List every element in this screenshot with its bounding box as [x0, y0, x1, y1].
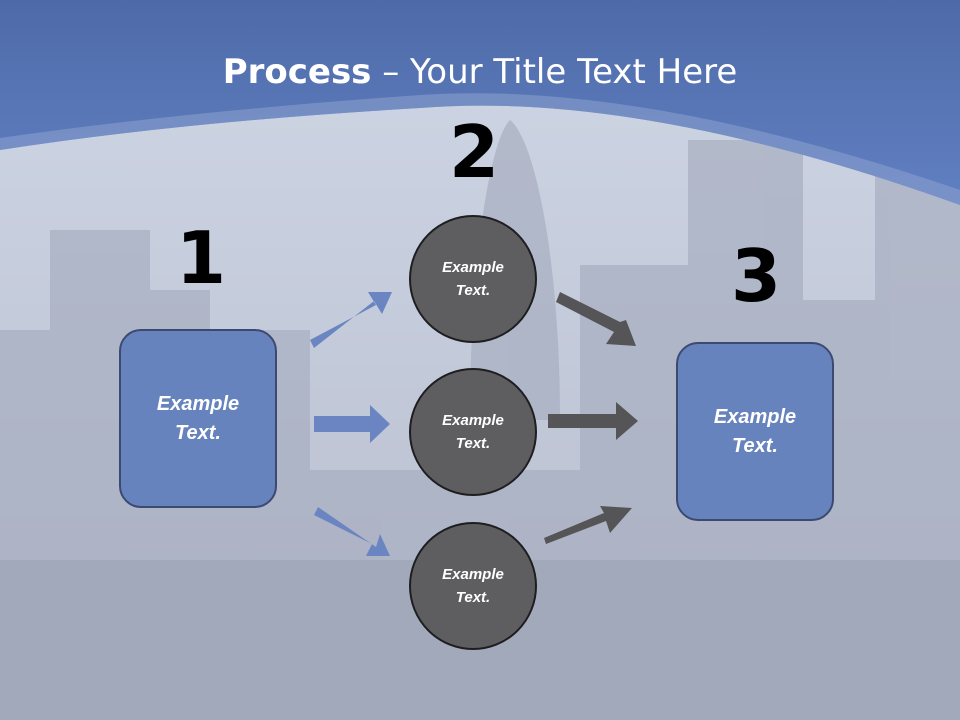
arrow-to-middle-circle [314, 405, 390, 443]
arrow-to-top-circle [310, 292, 392, 348]
step-2-circle-top: Example Text. [409, 215, 537, 343]
page-title: Process – Your Title Text Here [0, 52, 960, 92]
title-bold: Process [222, 52, 372, 92]
step-3-box: Example Text. [676, 342, 834, 521]
title-rest: – Your Title Text Here [371, 52, 738, 92]
step-2-circle-bottom: Example Text. [409, 522, 537, 650]
arrow-to-bottom-circle [314, 507, 390, 556]
step-2-number: 2 [449, 110, 500, 194]
arrow-from-top-circle [556, 292, 636, 346]
step-1-number: 1 [176, 216, 227, 300]
arrow-from-bottom-circle [544, 506, 632, 544]
step-2-circle-bottom-text: Example Text. [442, 566, 504, 606]
step-1-box: Example Text. [119, 329, 277, 508]
step-3-text: Example Text. [713, 405, 797, 457]
step-3-number: 3 [731, 234, 782, 318]
step-2-circle-middle: Example Text. [409, 368, 537, 496]
step-2-circle-top-text: Example Text. [442, 259, 504, 299]
arrow-from-middle-circle [548, 402, 638, 440]
step-2-circle-middle-text: Example Text. [442, 412, 504, 452]
step-1-text: Example Text. [156, 392, 240, 444]
